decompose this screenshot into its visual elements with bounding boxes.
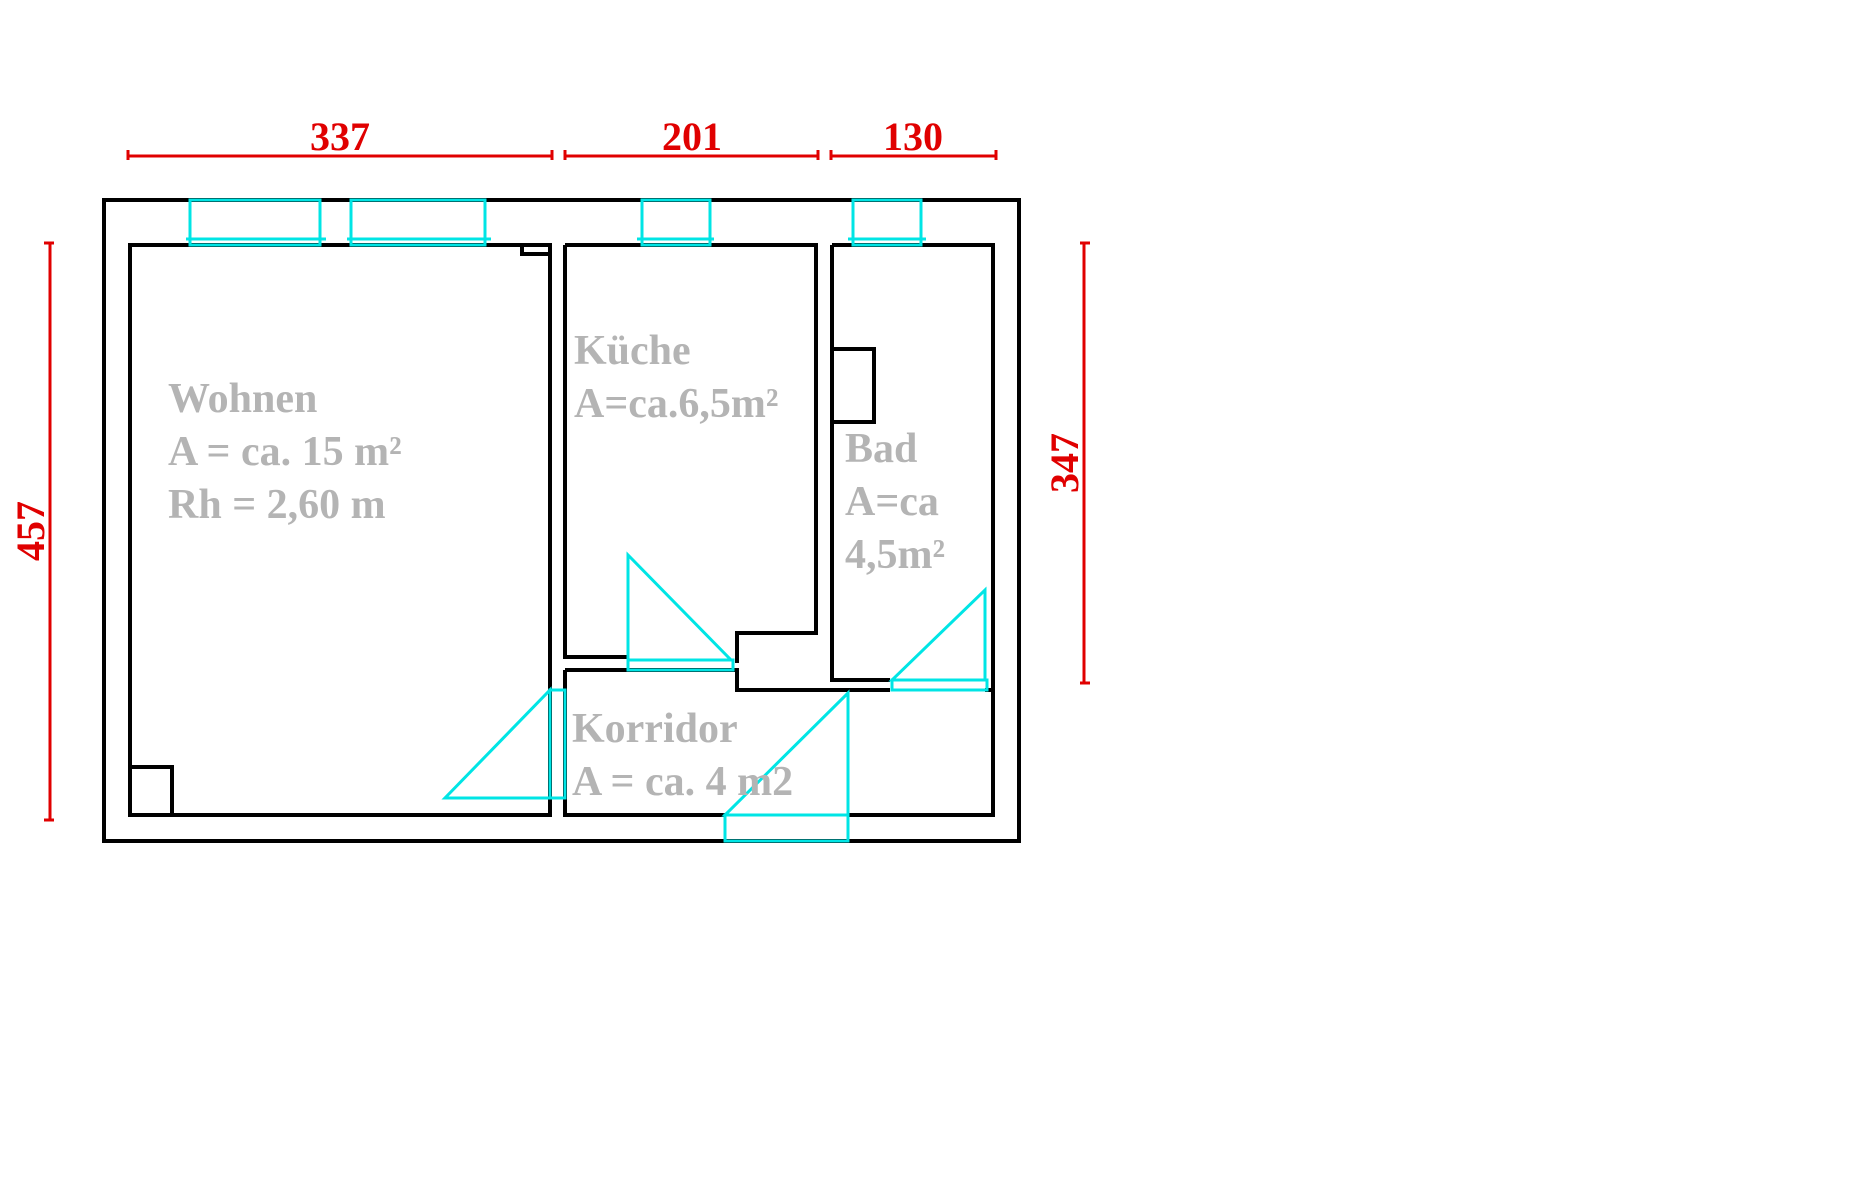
- window-bad: [851, 198, 923, 247]
- door-bad: [888, 586, 987, 682]
- door-wohnen: [441, 686, 552, 800]
- openings: [186, 198, 989, 843]
- room-wohnen-height: Rh = 2,60 m: [168, 482, 386, 528]
- walls: [102, 198, 1021, 843]
- door-entrance-frame: [723, 813, 850, 843]
- room-bad-area-line1: A=ca: [845, 479, 939, 525]
- dim-label-right: 347: [1042, 433, 1087, 493]
- dimension-lines: [44, 150, 1090, 822]
- room-bad-name: Bad: [845, 426, 917, 472]
- wall-wohnen: [128, 243, 552, 817]
- wall-kueche: [563, 243, 818, 663]
- outer-wall: [102, 198, 1021, 843]
- door-wohnen-frame: [548, 688, 567, 800]
- door-bad-frame: [890, 678, 989, 692]
- window-wohnen-1: [188, 198, 322, 247]
- closet-wohnen: [128, 765, 174, 817]
- room-kueche-name: Küche: [574, 328, 691, 374]
- notch-wohnen: [520, 245, 550, 256]
- room-korridor-name: Korridor: [572, 706, 738, 752]
- window-wohnen-2: [349, 198, 487, 247]
- dim-label-top-1: 337: [310, 114, 370, 159]
- dim-label-top-3: 130: [883, 114, 943, 159]
- shaft-bad: [830, 347, 876, 424]
- door-kueche: [626, 551, 735, 662]
- room-korridor-area: A = ca. 4 m2: [572, 759, 793, 805]
- window-kueche: [640, 198, 712, 247]
- dim-label-top-2: 201: [662, 114, 722, 159]
- room-kueche-area: A=ca.6,5m²: [574, 381, 778, 427]
- dim-label-left: 457: [8, 501, 53, 561]
- door-kueche-frame: [626, 658, 735, 672]
- room-bad-area-line2: 4,5m²: [845, 532, 945, 578]
- room-wohnen-area: A = ca. 15 m²: [168, 429, 402, 475]
- room-wohnen-name: Wohnen: [168, 376, 317, 422]
